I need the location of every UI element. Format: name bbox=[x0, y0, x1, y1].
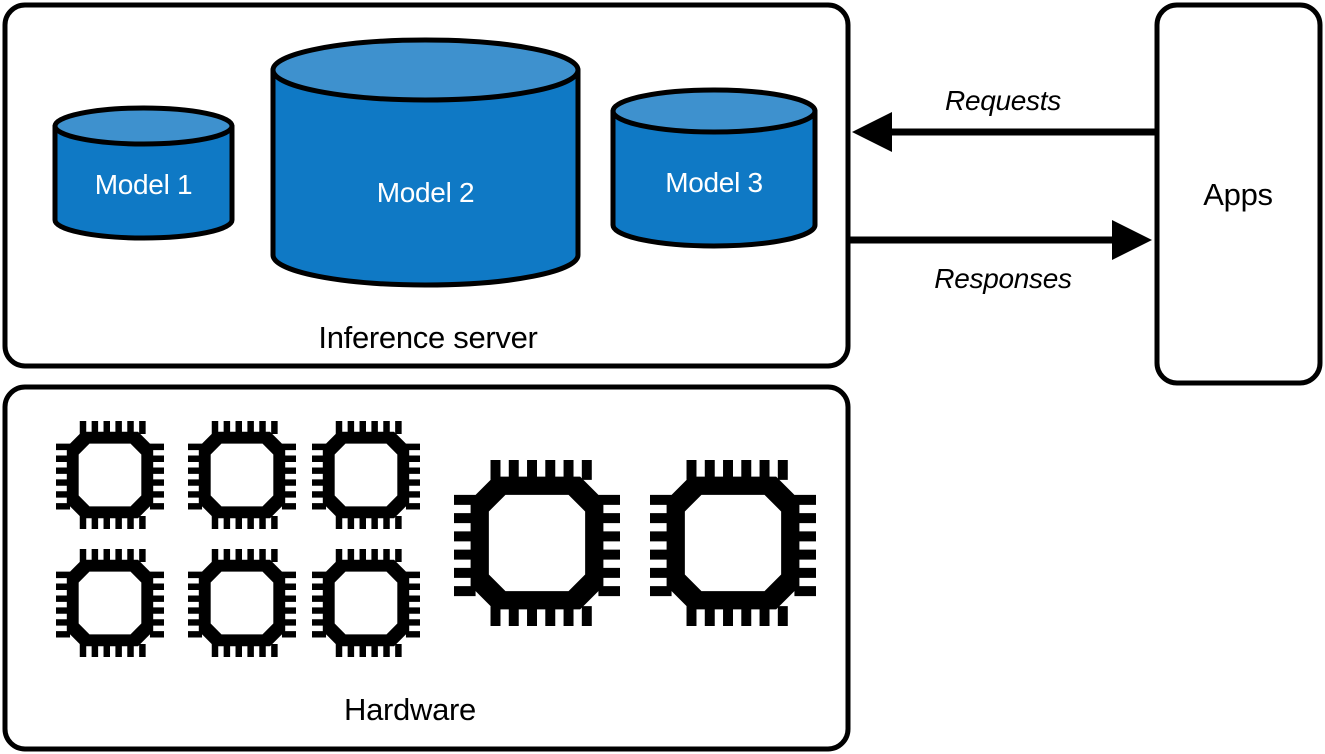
model-2-label: Model 2 bbox=[377, 177, 475, 208]
hardware-border bbox=[2, 384, 851, 752]
model-3-cylinder[interactable]: Model 3 bbox=[610, 87, 818, 249]
hardware-box[interactable] bbox=[2, 384, 851, 752]
responses-arrow: Responses bbox=[849, 220, 1152, 294]
model-3-top bbox=[610, 87, 818, 135]
model-2-cylinder[interactable]: Model 2 bbox=[270, 37, 581, 288]
model-1-cylinder[interactable]: Model 1 bbox=[52, 105, 235, 241]
requests-label: Requests bbox=[945, 85, 1061, 116]
model-1-body bbox=[52, 123, 235, 241]
requests-arrow-head bbox=[852, 112, 892, 152]
responses-label: Responses bbox=[934, 263, 1072, 294]
model-3-label: Model 3 bbox=[665, 167, 763, 198]
model-3-body bbox=[610, 108, 818, 249]
model-1-top bbox=[52, 105, 235, 147]
responses-arrow-head bbox=[1112, 220, 1152, 260]
model-2-body bbox=[270, 67, 581, 288]
hardware-label: Hardware bbox=[344, 692, 476, 727]
model-2-top bbox=[270, 37, 581, 103]
apps-border bbox=[1154, 2, 1323, 386]
model-1-label: Model 1 bbox=[95, 169, 193, 200]
apps-box[interactable]: Apps bbox=[1154, 2, 1323, 386]
apps-label: Apps bbox=[1203, 177, 1272, 212]
requests-arrow: Requests bbox=[852, 85, 1158, 152]
inference-server-label: Inference server bbox=[318, 320, 537, 355]
